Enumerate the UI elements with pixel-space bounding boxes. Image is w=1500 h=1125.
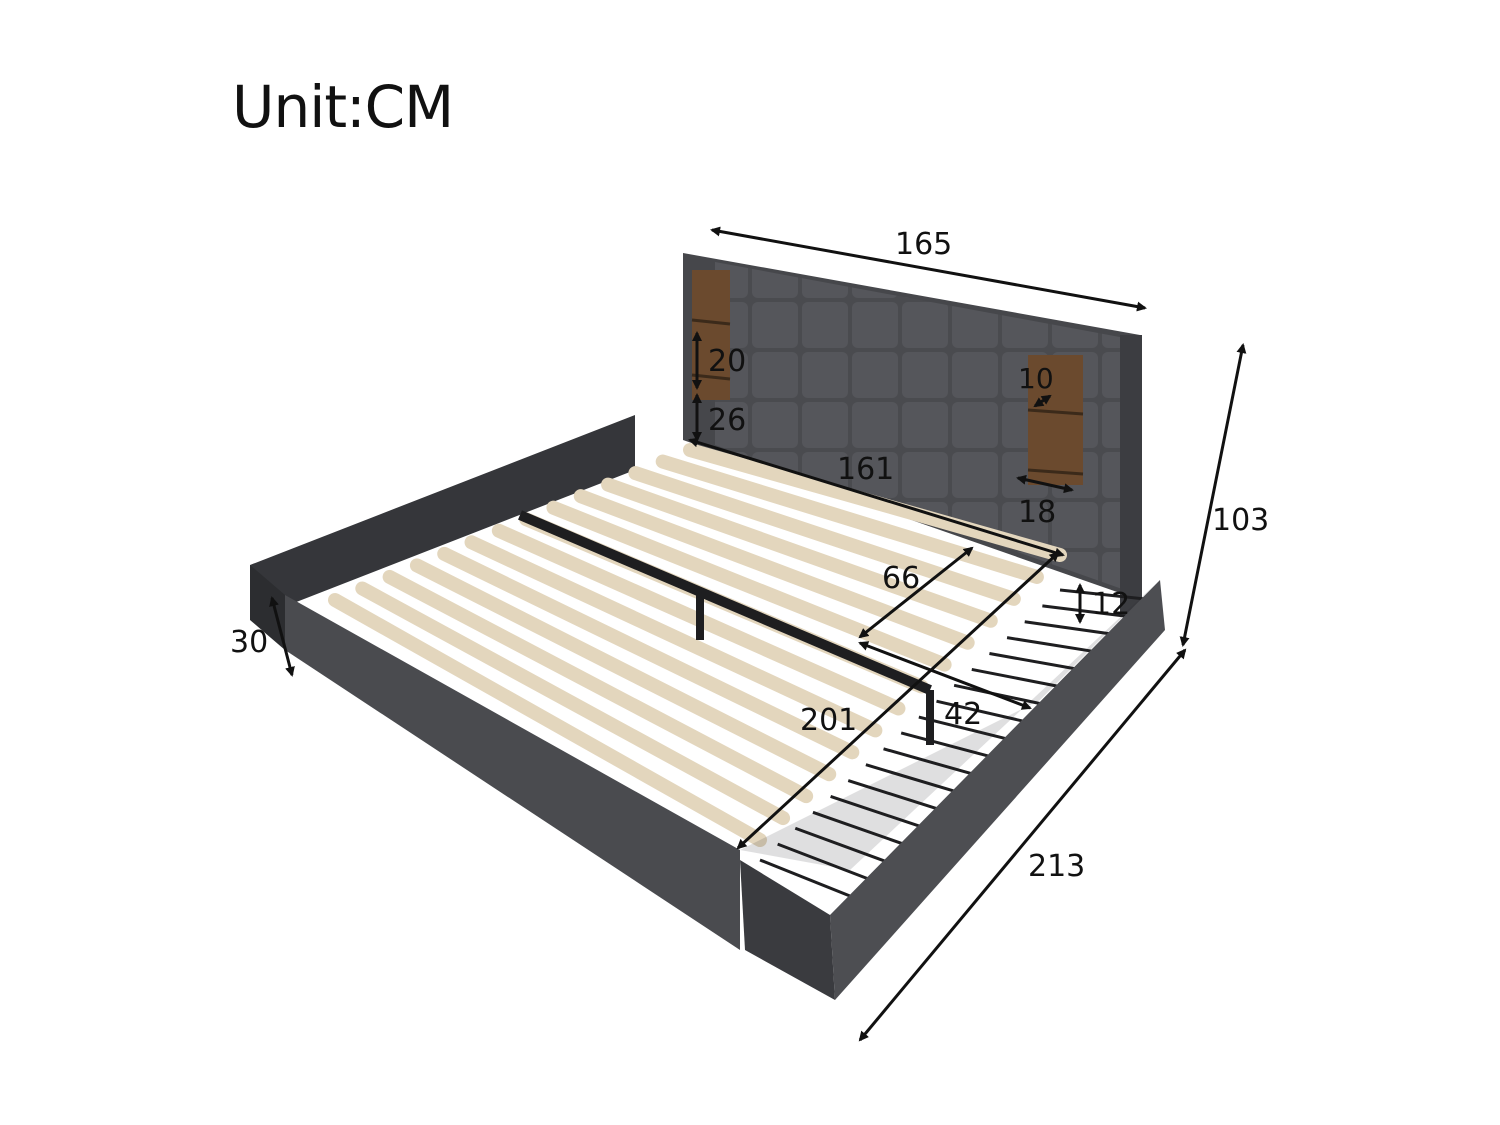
label-shelf-depth: 10 bbox=[1018, 362, 1054, 395]
dimension-labels: 165 103 20 26 10 18 161 30 66 12 42 201 … bbox=[230, 227, 1269, 884]
label-shelf-gap: 26 bbox=[708, 403, 746, 438]
unit-label: Unit:CM bbox=[232, 73, 454, 141]
arrow-shelf-depth bbox=[1033, 394, 1052, 408]
label-total-height: 103 bbox=[1212, 503, 1269, 538]
label-drawer-height: 12 bbox=[1092, 587, 1130, 622]
drawer-bar bbox=[759, 858, 861, 902]
drawer-bar bbox=[1006, 636, 1104, 655]
slat bbox=[355, 581, 791, 826]
drawer-bar bbox=[971, 667, 1069, 690]
label-inner-length: 201 bbox=[800, 703, 857, 738]
label-drawer-depth: 42 bbox=[944, 697, 982, 732]
arrow-total-height bbox=[1179, 343, 1247, 647]
label-shelf-height: 20 bbox=[708, 344, 746, 379]
label-inner-width: 161 bbox=[837, 452, 894, 487]
label-headboard-width: 165 bbox=[895, 227, 952, 262]
drawer-bar bbox=[1024, 620, 1121, 637]
foot-rail bbox=[285, 595, 740, 950]
arrow-headboard-width bbox=[710, 226, 1147, 312]
arrow-total-length bbox=[858, 648, 1187, 1042]
arrow-inner-width bbox=[688, 437, 1065, 558]
label-total-length: 213 bbox=[1028, 849, 1085, 884]
slat bbox=[328, 593, 767, 847]
dimension-arrows bbox=[269, 226, 1247, 1042]
label-shelf-width: 18 bbox=[1018, 495, 1056, 530]
label-side-rail-height: 30 bbox=[230, 625, 268, 660]
label-drawer-width: 66 bbox=[882, 561, 920, 596]
arrow-side-rail-height bbox=[269, 596, 295, 677]
drawer-bar bbox=[989, 652, 1086, 673]
